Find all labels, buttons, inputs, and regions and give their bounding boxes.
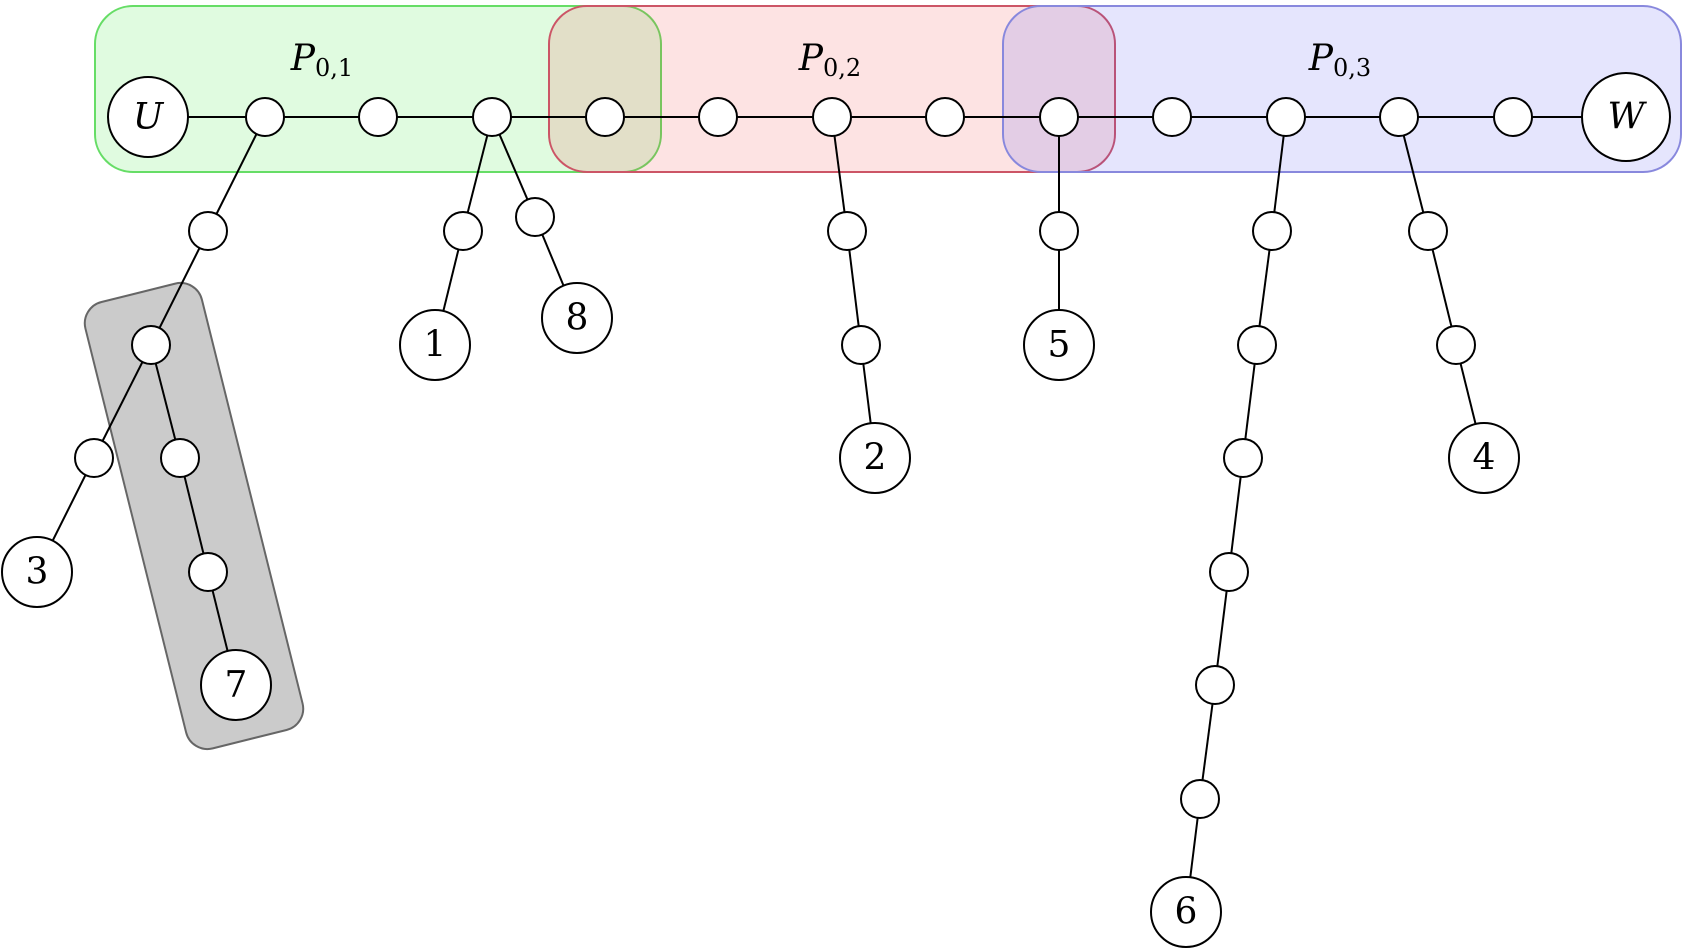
region-p02 — [548, 5, 1116, 173]
small-node — [698, 97, 738, 137]
small-node — [131, 325, 171, 365]
svg-text:U: U — [133, 97, 165, 138]
region-label-p01: P0,1 — [290, 38, 353, 83]
small-node — [1237, 325, 1277, 365]
small-node — [74, 438, 114, 478]
node-3: 3 — [1, 536, 73, 608]
node-8: 8 — [541, 282, 613, 354]
small-node — [925, 97, 965, 137]
small-node — [1223, 438, 1263, 478]
node-U: U — [107, 76, 189, 158]
svg-text:1: 1 — [424, 325, 447, 366]
small-node — [1252, 211, 1292, 251]
small-node — [443, 211, 483, 251]
small-node — [841, 325, 881, 365]
small-node — [1436, 325, 1476, 365]
region-p01 — [94, 5, 662, 173]
node-4: 4 — [1448, 422, 1520, 494]
small-node — [827, 211, 867, 251]
svg-text:8: 8 — [566, 298, 589, 339]
svg-text:2: 2 — [864, 438, 887, 479]
small-node — [1180, 779, 1220, 819]
small-node — [812, 97, 852, 137]
edge — [207, 116, 266, 232]
small-node — [245, 97, 285, 137]
small-node — [160, 438, 200, 478]
node-6: 6 — [1150, 876, 1222, 948]
small-node — [1209, 552, 1249, 592]
small-node — [1408, 211, 1448, 251]
small-node — [188, 552, 228, 592]
region-label-p02: P0,2 — [798, 38, 861, 83]
small-node — [585, 97, 625, 137]
edge — [150, 230, 209, 346]
edge — [93, 344, 152, 459]
small-node — [1039, 211, 1079, 251]
small-node — [1195, 665, 1235, 705]
small-node — [1266, 97, 1306, 137]
svg-text:4: 4 — [1473, 438, 1496, 479]
small-node — [1152, 97, 1192, 137]
svg-text:7: 7 — [225, 665, 248, 706]
small-node — [188, 211, 228, 251]
node-W: W — [1581, 72, 1671, 162]
node-7: 7 — [200, 649, 272, 721]
node-1: 1 — [399, 309, 471, 381]
small-node — [1039, 97, 1079, 137]
svg-text:5: 5 — [1048, 325, 1071, 366]
node-5: 5 — [1023, 309, 1095, 381]
small-node — [358, 97, 398, 137]
small-nodes — [74, 97, 1533, 819]
small-node — [515, 197, 555, 237]
region-p03 — [1002, 5, 1682, 173]
small-node — [472, 97, 512, 137]
small-node — [1379, 97, 1419, 137]
node-2: 2 — [839, 422, 911, 494]
small-node — [1493, 97, 1533, 137]
svg-text:W: W — [1607, 97, 1647, 138]
svg-text:6: 6 — [1175, 892, 1198, 933]
region-label-p03: P0,3 — [1308, 38, 1371, 83]
svg-text:3: 3 — [26, 552, 49, 593]
